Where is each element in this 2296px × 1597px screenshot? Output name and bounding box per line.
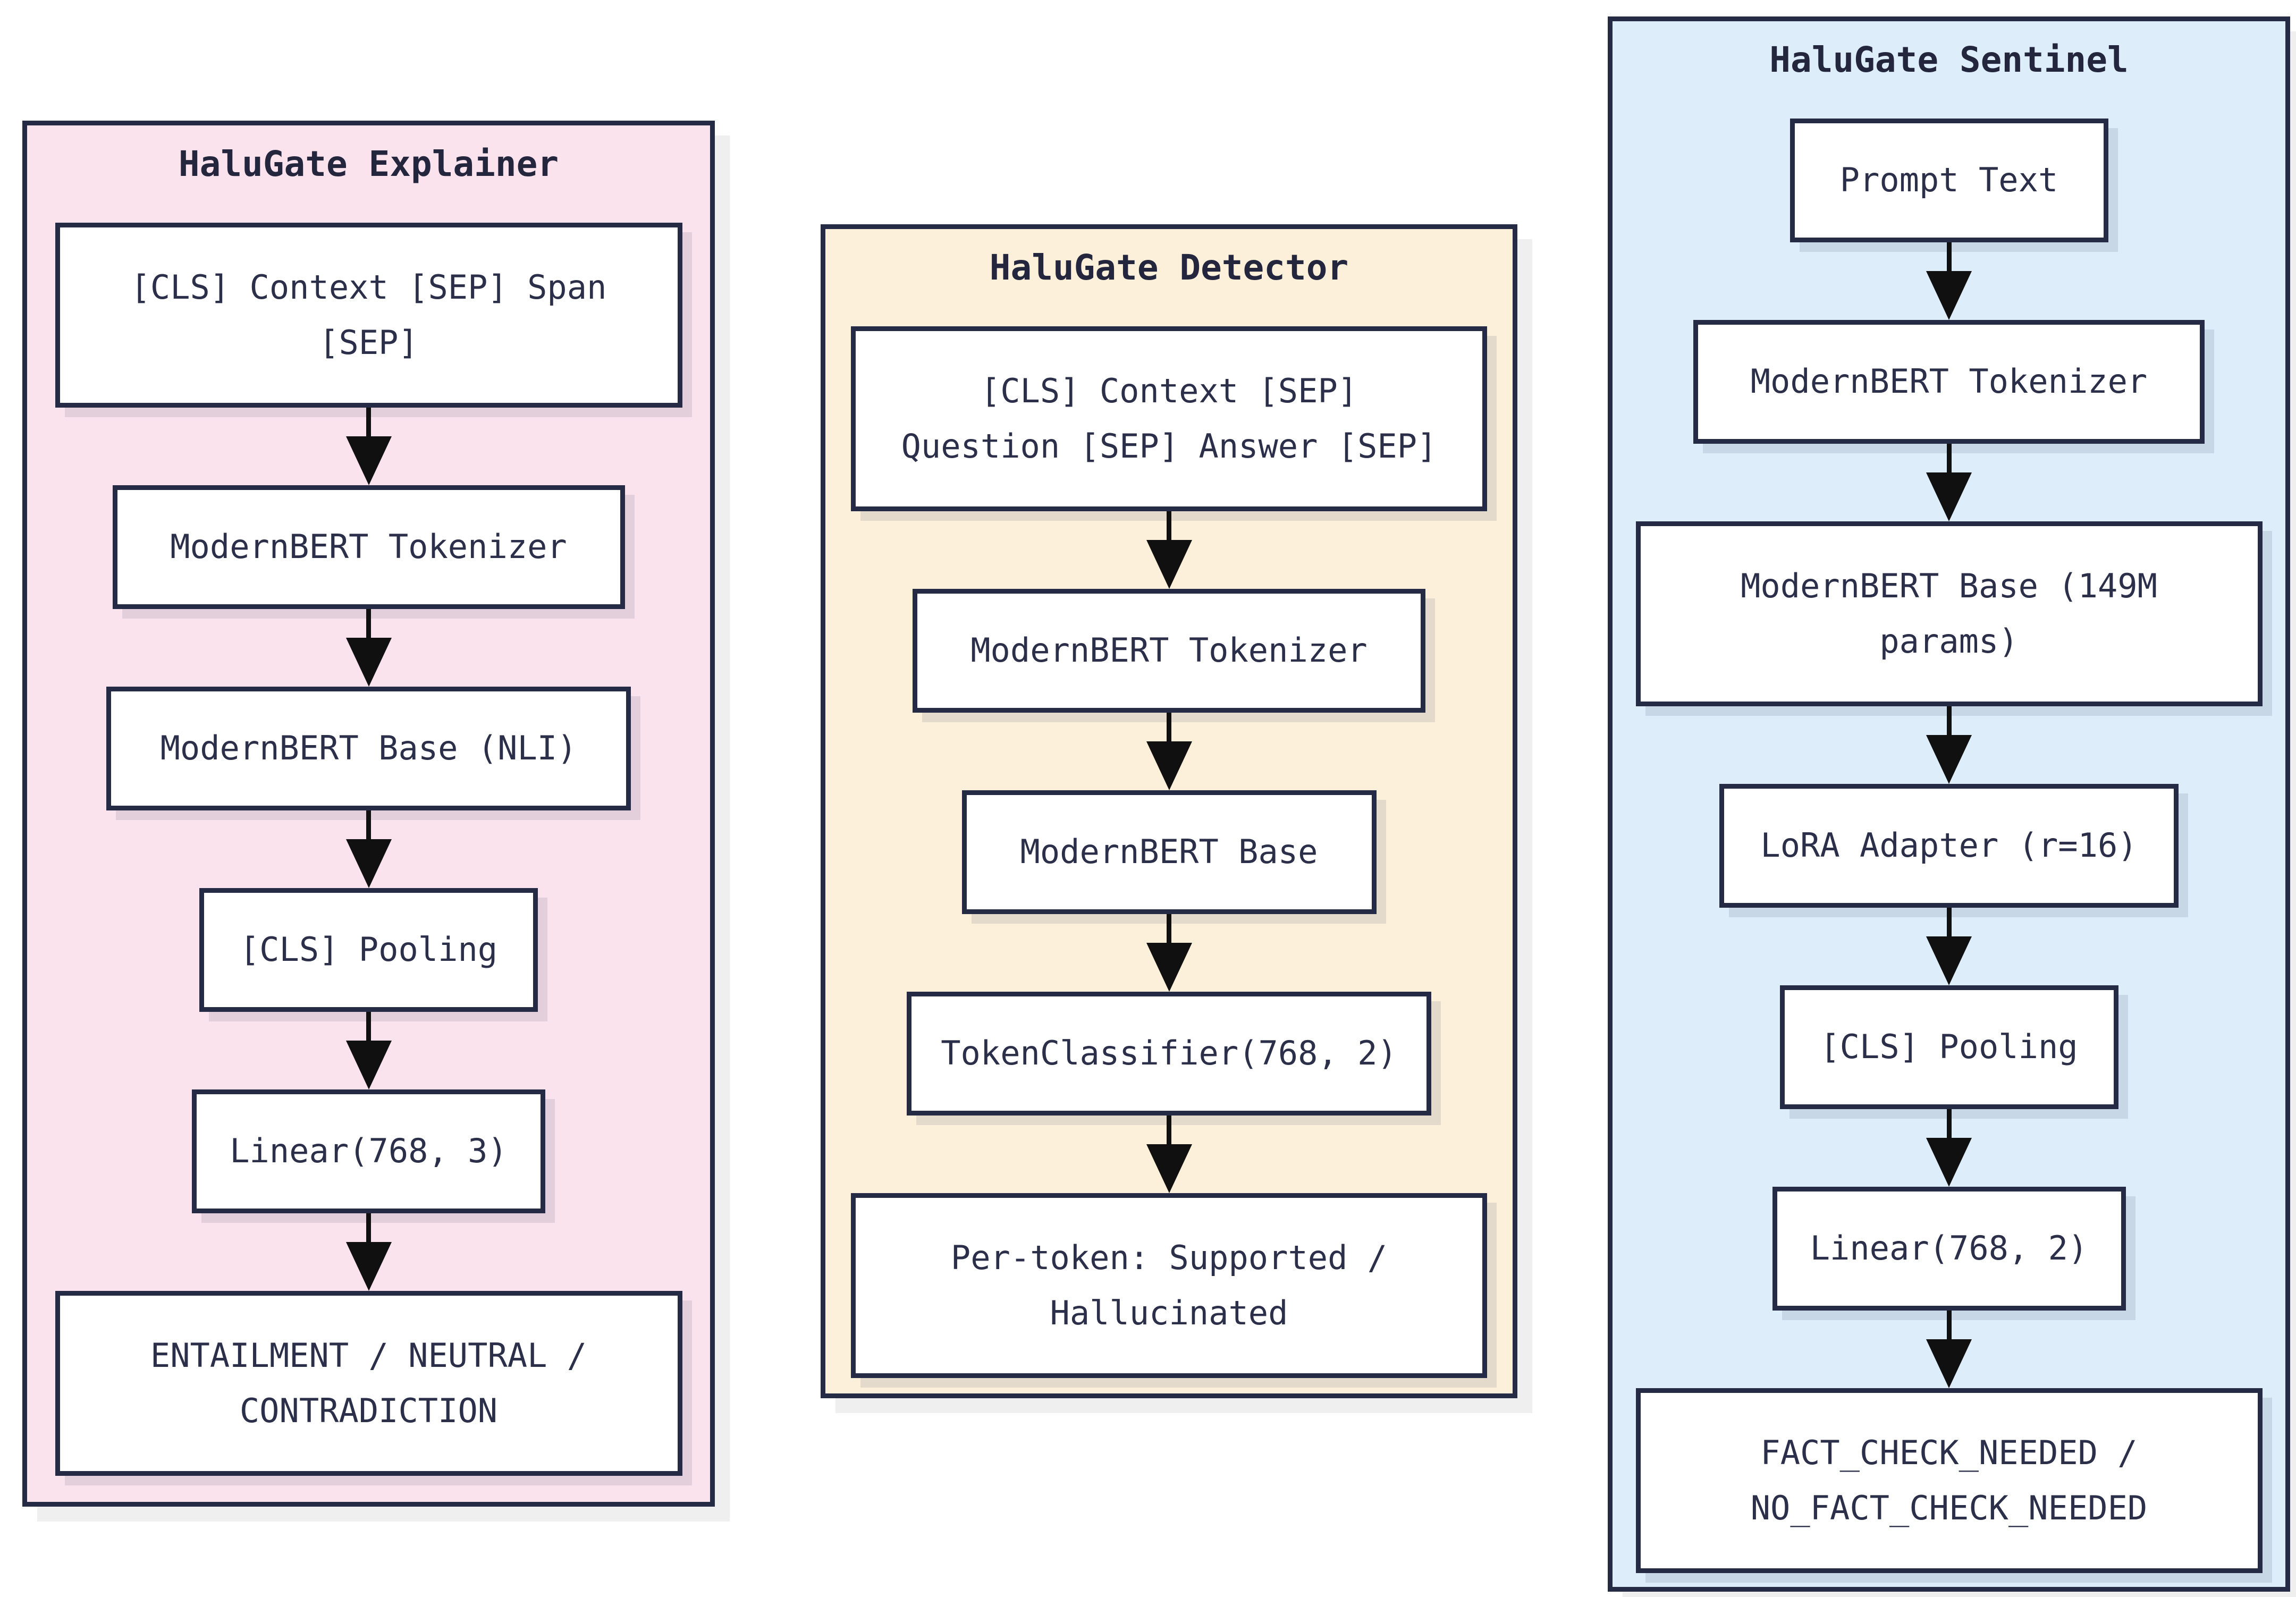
panel-title-explainer: HaluGate Explainer xyxy=(178,143,559,184)
node-explainer-modernbert-base-nli: ModernBERT Base (NLI) xyxy=(106,687,631,810)
arrow-head xyxy=(1926,1339,1972,1388)
node-sentinel-cls-pooling: [CLS] Pooling xyxy=(1779,985,2118,1109)
node-explainer-output-labels: ENTAILMENT / NEUTRAL / CONTRADICTION xyxy=(55,1291,682,1476)
arrow-shaft xyxy=(1946,1311,1952,1340)
arrow-shaft xyxy=(366,1012,371,1041)
panel-title-sentinel: HaluGate Sentinel xyxy=(1769,39,2129,80)
arrow-shaft xyxy=(1167,1116,1171,1145)
arrow-head xyxy=(345,1041,392,1089)
arrow-down-icon xyxy=(345,408,392,485)
arrow-shaft xyxy=(1946,706,1952,736)
arrow-shaft xyxy=(1946,908,1952,937)
arrow-down-icon xyxy=(1146,914,1192,992)
panel-halugate-explainer: HaluGate Explainer [CLS] Context [SEP] S… xyxy=(22,121,715,1507)
node-sentinel-output-gate-labels: FACT_CHECK_NEEDED / NO_FACT_CHECK_NEEDED xyxy=(1635,1388,2263,1573)
node-detector-modernbert-base: ModernBERT Base xyxy=(961,790,1377,914)
arrow-down-icon xyxy=(1146,511,1192,589)
arrow-down-icon xyxy=(1926,706,1972,784)
panel-halugate-sentinel: HaluGate Sentinel Prompt Text ModernBERT… xyxy=(1608,16,2290,1592)
node-explainer-tokenizer: ModernBERT Tokenizer xyxy=(112,485,625,609)
arrow-head xyxy=(345,839,392,888)
node-sentinel-tokenizer: ModernBERT Tokenizer xyxy=(1693,320,2205,444)
arrow-down-icon xyxy=(1926,1311,1972,1388)
arrow-shaft xyxy=(366,1213,371,1243)
arrow-shaft xyxy=(1167,914,1171,943)
arrow-head xyxy=(1146,540,1192,589)
arrow-head xyxy=(1926,472,1972,521)
arrow-down-icon xyxy=(1926,1109,1972,1187)
arrow-down-icon xyxy=(1146,1116,1192,1193)
arrow-shaft xyxy=(1946,1109,1952,1138)
arrow-shaft xyxy=(1946,444,1952,473)
arrow-down-icon xyxy=(1926,242,1972,320)
arrow-head xyxy=(1146,1144,1192,1193)
node-sentinel-modernbert-base-149m: ModernBERT Base (149M params) xyxy=(1635,521,2263,706)
node-detector-output-per-token: Per-token: Supported / Hallucinated xyxy=(851,1193,1487,1378)
arrow-shaft xyxy=(366,810,371,840)
arrow-down-icon xyxy=(1926,444,1972,521)
arrow-down-icon xyxy=(345,1012,392,1089)
arrow-head xyxy=(1926,271,1972,320)
arrow-head xyxy=(345,1242,392,1291)
arrow-down-icon xyxy=(345,1213,392,1291)
arrow-shaft xyxy=(366,408,371,437)
arrow-head xyxy=(1926,936,1972,985)
arrow-head xyxy=(1146,741,1192,790)
node-sentinel-linear-768-2: Linear(768, 2) xyxy=(1772,1187,2126,1311)
arrow-down-icon xyxy=(345,810,392,888)
node-explainer-cls-pooling: [CLS] Pooling xyxy=(199,888,538,1012)
panel-title-detector: HaluGate Detector xyxy=(989,247,1349,288)
arrow-head xyxy=(1926,735,1972,784)
panel-halugate-detector: HaluGate Detector [CLS] Context [SEP] Qu… xyxy=(821,224,1517,1398)
arrow-shaft xyxy=(1167,511,1171,540)
arrow-head xyxy=(345,436,392,485)
node-explainer-input-sequence: [CLS] Context [SEP] Span [SEP] xyxy=(55,223,682,408)
arrow-down-icon xyxy=(345,609,392,687)
node-detector-input-sequence: [CLS] Context [SEP] Question [SEP] Answe… xyxy=(851,326,1487,511)
node-sentinel-lora-adapter: LoRA Adapter (r=16) xyxy=(1719,784,2179,908)
arrow-down-icon xyxy=(1146,713,1192,790)
arrow-head xyxy=(1146,943,1192,992)
node-explainer-linear-768-3: Linear(768, 3) xyxy=(192,1089,545,1213)
node-sentinel-prompt-text: Prompt Text xyxy=(1789,119,2108,242)
node-detector-token-classifier: TokenClassifier(768, 2) xyxy=(907,992,1431,1116)
node-detector-tokenizer: ModernBERT Tokenizer xyxy=(913,589,1425,713)
arrow-head xyxy=(1926,1138,1972,1187)
arrow-shaft xyxy=(1946,242,1952,272)
arrow-down-icon xyxy=(1926,908,1972,985)
arrow-shaft xyxy=(366,609,371,638)
arrow-head xyxy=(345,638,392,687)
arrow-shaft xyxy=(1167,713,1171,742)
